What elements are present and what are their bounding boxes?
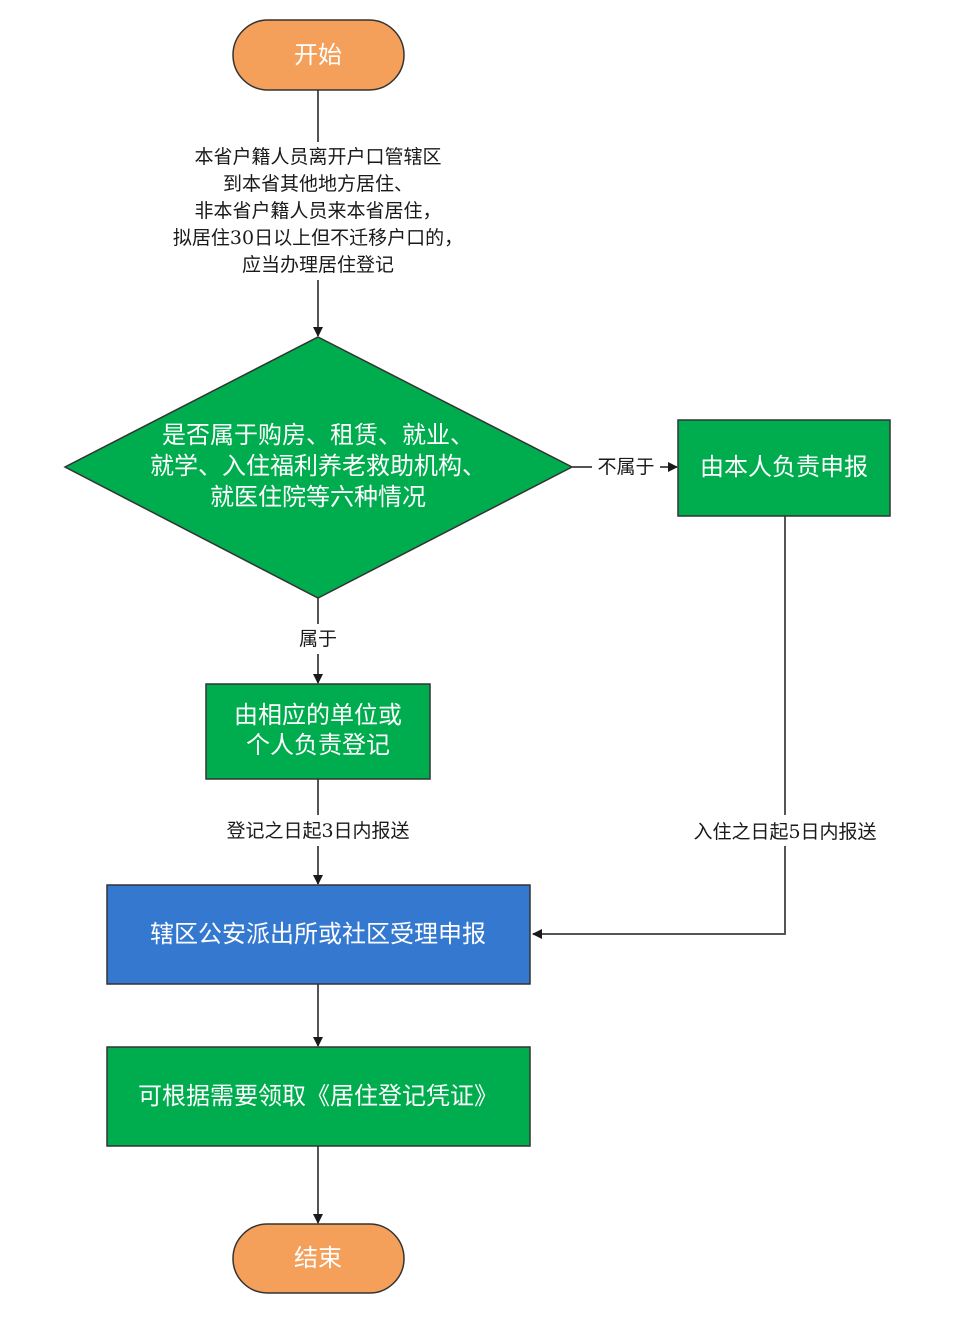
connector-self-police-b — [532, 846, 786, 939]
intro-line-1: 本省户籍人员离开户口管辖区 — [194, 146, 441, 168]
edge-label-unit-deadline: 登记之日起3日内报送 — [226, 820, 409, 842]
certificate-label: 可根据需要领取《居住登记凭证》 — [138, 1082, 498, 1110]
intro-background — [140, 142, 496, 280]
unit-register-line-2: 个人负责登记 — [246, 731, 390, 759]
edge-label-yes: 属于 — [299, 628, 337, 650]
decision-line-2: 就学、入住福利养老救助机构、 — [150, 452, 486, 480]
start-node: 开始 — [232, 19, 405, 91]
decision-line-3: 就医住院等六种情况 — [210, 483, 426, 511]
decision-diamond-shape — [63, 336, 574, 599]
decision-node: 是否属于购房、租赁、就业、 就学、入住福利养老救助机构、 就医住院等六种情况 — [63, 336, 574, 599]
police-accept-node: 辖区公安派出所或社区受理申报 — [106, 884, 531, 985]
self-report-label: 由本人负责申报 — [700, 453, 868, 481]
intro-annotation: 本省户籍人员离开户口管辖区 到本省其他地方居住、 非本省户籍人员来本省居住， 拟… — [140, 142, 496, 280]
start-label: 开始 — [294, 41, 342, 69]
certificate-shape — [106, 1046, 531, 1147]
intro-line-3: 非本省户籍人员来本省居住， — [194, 200, 441, 222]
police-accept-label: 辖区公安派出所或社区受理申报 — [150, 920, 486, 948]
intro-line-4: 拟居住30日以上但不迁移户口的， — [173, 227, 463, 249]
edge-label-no: 不属于 — [597, 456, 654, 478]
intro-line-2: 到本省其他地方居住、 — [223, 173, 413, 195]
unit-register-node: 由相应的单位或 个人负责登记 — [205, 683, 431, 780]
start-terminal-shape — [232, 19, 405, 91]
intro-line-5: 应当办理居住登记 — [242, 254, 394, 276]
self-report-node: 由本人负责申报 — [677, 419, 891, 517]
unit-register-shape — [205, 683, 431, 780]
unit-register-line-1: 由相应的单位或 — [234, 701, 402, 729]
end-label: 结束 — [294, 1244, 342, 1272]
police-accept-shape — [106, 884, 531, 985]
decision-line-1: 是否属于购房、租赁、就业、 — [162, 421, 474, 449]
end-node: 结束 — [232, 1223, 405, 1294]
edge-label-self-deadline: 入住之日起5日内报送 — [693, 821, 876, 843]
self-report-shape — [677, 419, 891, 517]
certificate-node: 可根据需要领取《居住登记凭证》 — [106, 1046, 531, 1147]
end-terminal-shape — [232, 1223, 405, 1294]
